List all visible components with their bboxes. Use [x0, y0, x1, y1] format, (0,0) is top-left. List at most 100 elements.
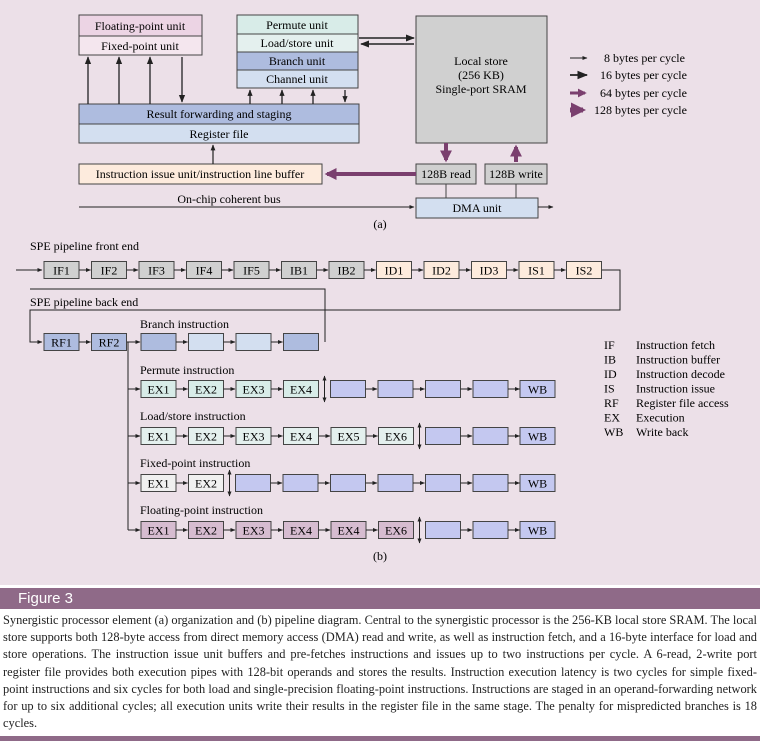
branch-stage-1-box [140, 333, 177, 351]
front-end-stage-is2: IS2 [576, 264, 593, 278]
local-store-box [415, 15, 548, 144]
legend-8-bytes: 8 bytes per cycle [604, 51, 685, 65]
load-store-title: Load/store instruction [140, 409, 246, 423]
fixed-point-staging-2-box [282, 474, 319, 492]
issue-unit-label: Instruction issue unit/instruction line … [96, 167, 304, 181]
fixed-point-staging-3-box [330, 474, 366, 492]
front-end-stage-ib1: IB1 [290, 264, 308, 278]
legend-64-bytes: 64 bytes per cycle [600, 86, 687, 100]
load-store-arrows [359, 34, 415, 48]
front-end-stage-if4: IF4 [196, 264, 213, 278]
bottom-rule [0, 736, 760, 741]
legend-desc-id: Instruction decode [636, 367, 725, 381]
floating-point-stage-3: EX3 [243, 524, 265, 538]
fp-fx-arrows [84, 56, 186, 104]
legend-16-bytes: 16 bytes per cycle [600, 68, 687, 82]
back-end-title: SPE pipeline back end [30, 295, 138, 309]
front-end-stage-if2: IF2 [101, 264, 118, 278]
branch-unit-label: Branch unit [269, 54, 326, 68]
permute-staging-4-box [472, 380, 509, 398]
legend-desc-ib: Instruction buffer [636, 353, 720, 367]
dma-rw-links [445, 184, 517, 198]
issue-unit-box [78, 163, 323, 185]
rf-stage-rf2: RF2 [99, 336, 120, 350]
load-store-stage-1: EX1 [148, 430, 170, 444]
load-store-stage-5: EX5 [338, 430, 360, 444]
front-end-stage-ib2: IB2 [338, 264, 356, 278]
front-end-stage-id3: ID3 [480, 264, 499, 278]
dma-unit-box [415, 197, 539, 219]
channel-unit-box [236, 69, 359, 89]
fixed-point-staging-6-box [472, 474, 509, 492]
branch-title: Branch instruction [140, 317, 229, 331]
permute-stage-2: EX2 [195, 383, 217, 397]
legend-desc-is: Instruction issue [636, 382, 715, 396]
fixed-point-wb-box [519, 474, 556, 492]
front-end-stage-is2-box [566, 261, 602, 279]
fixed-point-wb: WB [528, 477, 547, 491]
bandwidth-legend: 8 bytes per cycle 16 bytes per cycle 64 … [570, 51, 687, 118]
floating-point-stage-2: EX2 [195, 524, 217, 538]
permute-staging-1-box [330, 380, 366, 398]
front-end-stage-if5: IF5 [243, 264, 260, 278]
unit-arrows [247, 89, 348, 104]
panel-b-label: (b) [373, 549, 387, 563]
fixed-point-staging-5-box [425, 474, 461, 492]
panel-a-label: (a) [373, 217, 386, 231]
front-end-stage-if3: IF3 [148, 264, 165, 278]
permute-title: Permute instruction [140, 363, 234, 377]
fixed-point-stage-2: EX2 [195, 477, 217, 491]
figure-diagram: Floating-point unit Fixed-point unit Per… [16, 14, 729, 563]
permute-stage-1: EX1 [148, 383, 170, 397]
fixed-point-staging-1-box [235, 474, 271, 492]
floating-point-stage-6-box [378, 521, 414, 539]
legend-abbr-ex: EX [604, 411, 620, 425]
front-end-stage-is1: IS1 [528, 264, 545, 278]
permute-wb-box [519, 380, 556, 398]
fixed-point-title: Fixed-point instruction [140, 456, 250, 470]
load-store-staging-1-box [425, 427, 461, 445]
floating-point-wb: WB [528, 524, 547, 538]
fixed-point-stage-2-box [188, 474, 224, 492]
floating-point-unit-label: Floating-point unit [95, 19, 186, 33]
branch-stage-4-box [283, 333, 319, 351]
branch-stage-3-box [235, 333, 272, 351]
front-end-stage-id1: ID1 [385, 264, 404, 278]
branch-stage-2-box [188, 333, 224, 351]
load-store-wb-box [519, 427, 556, 445]
load-store-stage-6: EX6 [385, 430, 407, 444]
legend-abbr-if: IF [604, 338, 615, 352]
local-store-line3: Single-port SRAM [435, 82, 526, 96]
read-128b-label: 128B read [421, 167, 471, 181]
floating-point-staging-1-box [425, 521, 461, 539]
floating-point-stage-5: EX4 [338, 524, 360, 538]
local-store-line2: (256 KB) [458, 68, 504, 82]
front-end-title: SPE pipeline front end [30, 239, 139, 253]
legend-desc-rf: Register file access [636, 396, 729, 410]
channel-unit-label: Channel unit [266, 72, 328, 86]
front-end-stage-id2: ID2 [432, 264, 451, 278]
legend-abbr-is: IS [604, 382, 615, 396]
caption-text: Synergistic processor element (a) organi… [3, 613, 757, 731]
floating-point-stage-1: EX1 [148, 524, 170, 538]
fixed-point-staging-4-box [377, 474, 414, 492]
legend-desc-wb: Write back [636, 425, 689, 439]
bus-label: On-chip coherent bus [177, 192, 281, 206]
permute-stage-4-box [283, 380, 319, 398]
load-store-stage-3: EX3 [243, 430, 265, 444]
local-store-line1: Local store [454, 54, 508, 68]
register-file-label: Register file [190, 127, 249, 141]
floating-point-stage-6: EX6 [385, 524, 407, 538]
result-forwarding-label: Result forwarding and staging [147, 107, 292, 121]
fixed-point-unit-box [78, 35, 203, 56]
dma-unit-label: DMA unit [452, 201, 502, 215]
write-128b-label: 128B write [489, 167, 543, 181]
load-store-staging-2-box [472, 427, 509, 445]
fixed-point-stage-1: EX1 [148, 477, 170, 491]
floating-point-stage-4: EX4 [290, 524, 312, 538]
legend-abbr-wb: WB [604, 425, 623, 439]
load-store-stage-6-box [378, 427, 414, 445]
legend-abbr-ib: IB [604, 353, 616, 367]
